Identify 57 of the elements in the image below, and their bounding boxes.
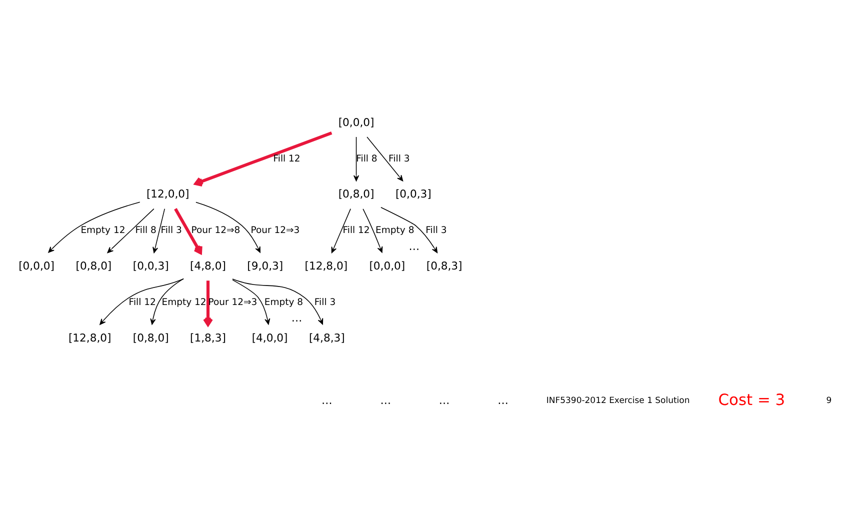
node-text: [9,0,3] (247, 258, 284, 272)
node-text: [0,8,0] (338, 187, 374, 200)
edge-label: Fill 12 (273, 152, 300, 164)
edge-label: Empty 8 (376, 224, 414, 236)
node-text: [12,8,0] (68, 330, 112, 344)
arrow (362, 208, 383, 252)
node-text: [12,8,0] (304, 258, 348, 272)
edge-label: Fill 8 (135, 224, 156, 236)
edge-label: Fill 3 (160, 224, 182, 236)
arrow (196, 201, 260, 252)
edge-label: Empty 8 (264, 296, 304, 308)
edge-label: Pour 12⇒8 (191, 224, 240, 236)
label: … (438, 393, 450, 406)
edge-label: Empty 12 (80, 224, 126, 236)
edge-label: Fill 12 (128, 296, 156, 308)
arrow (380, 206, 438, 253)
label: … (498, 393, 508, 406)
arrow (194, 131, 332, 186)
node-text: [0,8,0] (132, 330, 169, 344)
node-text: [0,0,0] (338, 115, 374, 128)
node-text: [0,0,0] (369, 258, 406, 272)
arrow (353, 136, 360, 181)
label: INF5390-2012 Exercise 1 Solution (546, 396, 690, 406)
node-text: [12,0,0] (146, 187, 190, 200)
arrow (202, 280, 214, 326)
arrow (232, 278, 324, 324)
arrow (107, 208, 154, 253)
label: 9 (826, 396, 832, 406)
arrow (174, 208, 202, 254)
arrow (232, 279, 270, 324)
node-text: [0,8,3] (426, 258, 462, 272)
label: Cost = 3 (718, 390, 786, 408)
node-text: [4,8,3] (308, 330, 345, 344)
node-text: [4,8,0] (190, 258, 226, 272)
edge-label: Fill 12 (342, 224, 370, 236)
node-text: [0,8,0] (76, 258, 112, 272)
arrow (331, 208, 351, 253)
label: … (322, 393, 332, 406)
arrow (152, 208, 166, 253)
edge-label: Pour 12⇒3 (250, 224, 300, 236)
arrow (150, 278, 184, 324)
arrow (366, 136, 404, 181)
label: … (380, 393, 392, 406)
node-text: [0,0,3] (132, 258, 169, 272)
arrow (100, 278, 184, 324)
node-text: [4,0,0] (252, 330, 288, 344)
node-text: [0,0,3] (395, 187, 432, 200)
edge-label: Fill 3 (388, 152, 410, 164)
node-text: [1,8,3] (190, 330, 226, 344)
edge-label: Fill 3 (426, 224, 447, 236)
edge-label: Fill 3 (314, 296, 336, 308)
arrow (48, 201, 140, 252)
edge-label: Empty 12 (162, 296, 206, 308)
edge-label: Fill 8 (356, 152, 378, 164)
node-text: [0,0,0] (18, 258, 55, 272)
node-label: … (408, 239, 420, 252)
node-label: … (291, 311, 302, 324)
